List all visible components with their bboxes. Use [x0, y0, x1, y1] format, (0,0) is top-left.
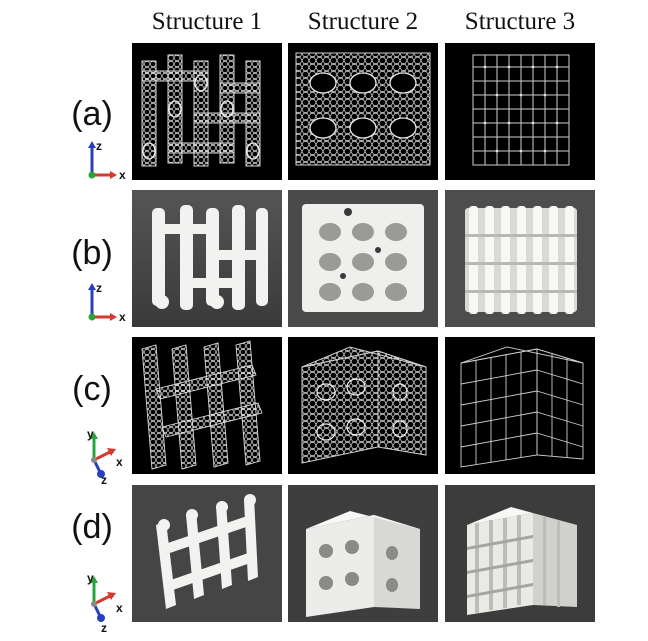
axis-label-x: x: [116, 455, 123, 469]
axis-label-z: z: [96, 282, 102, 295]
axis-label-x: x: [119, 168, 126, 182]
axis-label-y: y: [87, 428, 94, 441]
panel-d-structure-1: [132, 485, 282, 622]
axis-label-z: z: [96, 140, 102, 153]
axis-triad-zx-b: z x: [88, 282, 126, 324]
column-title-structure-1: Structure 1: [151, 8, 263, 35]
axis-triad-yxz-c: y x z: [87, 428, 123, 484]
axis-label-z: z: [101, 473, 107, 484]
column-title-structure-3: Structure 3: [464, 8, 576, 35]
panel-a-structure-2: [288, 43, 438, 180]
row-label-b: (b): [71, 234, 113, 272]
axis-triad-yxz-d: y x z: [87, 572, 123, 632]
axis-label-x: x: [119, 310, 126, 324]
row-label-a: (a): [71, 95, 113, 133]
panel-d-structure-3: [445, 485, 595, 622]
panel-c-structure-1: [132, 337, 282, 474]
axis-label-z: z: [101, 621, 107, 632]
panel-c-structure-2: [288, 337, 438, 474]
column-title-structure-2: Structure 2: [307, 8, 419, 35]
axis-triad-zx-a: z x: [88, 140, 126, 182]
axis-label-y: y: [87, 572, 94, 585]
panel-b-structure-2: [288, 190, 438, 327]
panel-a-structure-3: [445, 43, 595, 180]
panel-c-structure-3: [445, 337, 595, 474]
row-label-d: (d): [71, 508, 113, 546]
axis-label-x: x: [116, 601, 123, 615]
panel-a-structure-1: [132, 43, 282, 180]
panel-b-structure-1: [132, 190, 282, 327]
panel-d-structure-2: [288, 485, 438, 622]
panel-b-structure-3: [445, 190, 595, 327]
row-label-c: (c): [72, 370, 112, 408]
